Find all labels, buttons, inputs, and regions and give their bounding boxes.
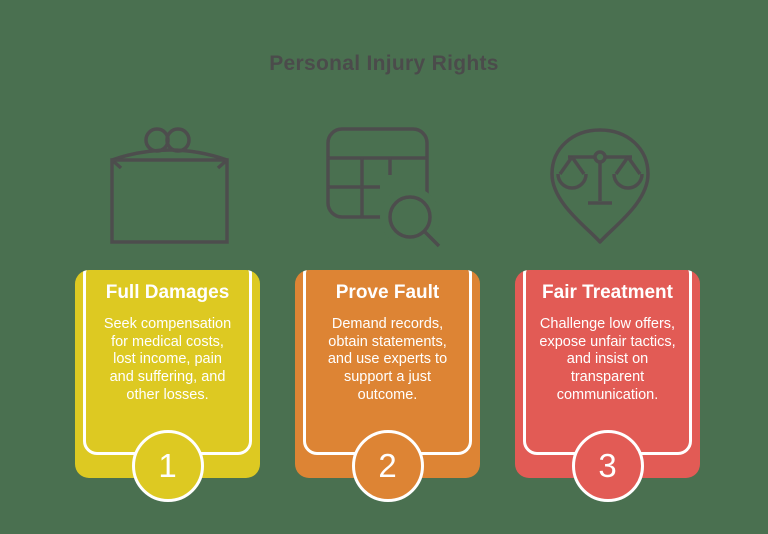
map-pin-outline <box>550 128 650 244</box>
magnifier-handle <box>422 229 441 248</box>
page-title: Personal Injury Rights <box>269 52 499 75</box>
purse-clasp-left <box>144 127 170 153</box>
card-background <box>295 270 480 478</box>
card-text-block: Fair Treatment Challenge low offers, exp… <box>515 270 700 404</box>
purse-flap-curve <box>111 148 228 162</box>
magnifier-lens <box>388 195 432 239</box>
card-body: Demand records, obtain statements, and u… <box>327 316 448 403</box>
step-number-badge: 3 <box>571 430 644 502</box>
card-heading: Full Damages <box>105 282 230 303</box>
coin-purse-icon <box>110 127 230 247</box>
card-text-block: Full Damages Seek compensation for medic… <box>75 270 260 404</box>
card-body: Seek compensation for medical costs, los… <box>103 316 232 403</box>
scales-pivot <box>593 150 607 164</box>
scales-left-pan <box>556 173 588 190</box>
card-body: Challenge low offers, expose unfair tact… <box>539 316 676 403</box>
purse-clasp-right <box>165 127 191 153</box>
purse-body <box>110 158 229 244</box>
scales-left-strings <box>558 155 586 176</box>
step-number-badge: 1 <box>131 430 204 502</box>
records-table-search-icon <box>322 124 447 249</box>
step-number-badge: 2 <box>351 430 424 502</box>
step-number: 1 <box>158 447 177 484</box>
card-text-block: Prove Fault Demand records, obtain state… <box>295 270 480 404</box>
step-number: 3 <box>598 447 617 484</box>
step-number: 2 <box>378 447 397 484</box>
card-fair-treatment: Fair Treatment Challenge low offers, exp… <box>515 270 700 502</box>
card-heading: Prove Fault <box>335 282 440 303</box>
scales-right-pan <box>612 173 644 190</box>
scales-right-strings <box>614 155 642 176</box>
card-heading: Fair Treatment <box>542 282 673 303</box>
justice-scales-pin-icon <box>542 124 662 249</box>
card-prove-fault: Prove Fault Demand records, obtain state… <box>295 270 480 502</box>
card-full-damages: Full Damages Seek compensation for medic… <box>75 270 260 502</box>
table-outline <box>326 127 429 219</box>
